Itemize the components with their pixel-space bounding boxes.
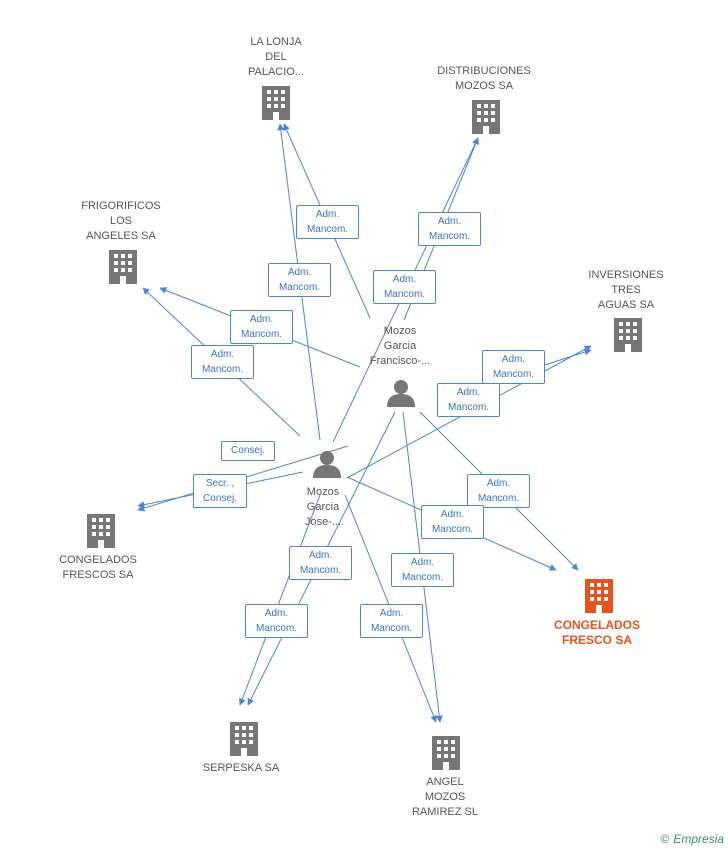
- edge-label-adm-mancom: Adm. Mancom.: [230, 310, 293, 344]
- copyright-icon: ©: [660, 832, 670, 846]
- edge-label-adm-mancom: Adm. Mancom.: [421, 505, 484, 539]
- node-label-congelados-fresco[interactable]: CONGELADOS FRESCO SA: [553, 618, 640, 647]
- building-icon-la-lonja[interactable]: [262, 86, 290, 120]
- edge-label-adm-mancom: Adm. Mancom.: [289, 546, 352, 580]
- edge-label-adm-mancom: Adm. Mancom.: [482, 350, 545, 384]
- node-label-frigorificos[interactable]: FRIGORIFICOS LOS ANGELES SA: [81, 200, 161, 242]
- edge-label-adm-mancom: Adm. Mancom.: [418, 212, 481, 246]
- node-label-angel-mozos[interactable]: ANGEL MOZOS RAMIREZ SL: [411, 776, 478, 818]
- edge-label-adm-mancom: Adm. Mancom.: [191, 345, 254, 379]
- edge-jose-serpeska: [238, 494, 321, 706]
- edge-label-secr-consej: Secr. , Consej.: [193, 474, 247, 508]
- building-icon-angel-mozos[interactable]: [432, 736, 460, 770]
- node-label-jose[interactable]: Mozos Garcia Jose-...: [304, 486, 342, 528]
- edge-label-adm-mancom: Adm. Mancom.: [245, 604, 308, 638]
- building-icon-congelados-frescos[interactable]: [87, 514, 115, 548]
- node-label-serpeska[interactable]: SERPESKA SA: [202, 762, 280, 774]
- edge-label-adm-mancom: Adm. Mancom.: [296, 205, 359, 239]
- edge-label-adm-mancom: Adm. Mancom.: [467, 474, 530, 508]
- building-icon-serpeska[interactable]: [230, 722, 258, 756]
- building-icon-distribuciones[interactable]: [472, 100, 500, 134]
- edge-label-adm-mancom: Adm. Mancom.: [437, 383, 500, 417]
- edge-label-adm-mancom: Adm. Mancom.: [391, 553, 454, 587]
- edge-label-adm-mancom: Adm. Mancom.: [373, 270, 436, 304]
- brand-footer[interactable]: ©Empresia: [660, 832, 724, 846]
- edge-label-adm-mancom: Adm. Mancom.: [268, 263, 331, 297]
- person-icon-jose[interactable]: [313, 451, 341, 478]
- edge-label-adm-mancom: Adm. Mancom.: [360, 604, 423, 638]
- brand-name: Empresia: [673, 832, 724, 846]
- node-label-inversiones[interactable]: INVERSIONES TRES AGUAS SA: [588, 269, 664, 311]
- building-icon-inversiones[interactable]: [614, 318, 642, 352]
- node-label-distribuciones[interactable]: DISTRIBUCIONES MOZOS SA: [437, 65, 531, 92]
- node-label-congelados-frescos[interactable]: CONGELADOS FRESCOS SA: [59, 554, 137, 581]
- building-icon-congelados-fresco-main[interactable]: [585, 579, 613, 613]
- node-label-francisco[interactable]: Mozos Garcia Francisco-...: [369, 325, 431, 367]
- person-icon-francisco[interactable]: [387, 380, 415, 407]
- edge-label-consej: Consej.: [221, 441, 275, 461]
- node-label-la-lonja[interactable]: LA LONJA DEL PALACIO...: [247, 36, 305, 78]
- building-icon-frigorificos[interactable]: [109, 250, 137, 284]
